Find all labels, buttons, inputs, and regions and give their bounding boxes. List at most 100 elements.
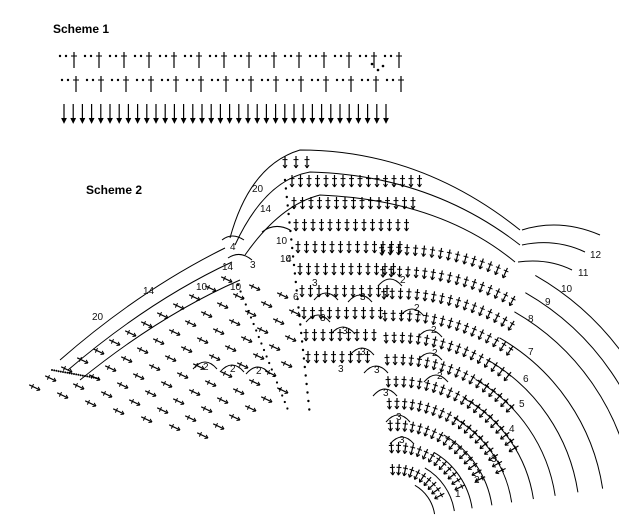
vertical-stitch — [334, 197, 339, 210]
radial-stitch — [453, 445, 463, 455]
radial-stitch — [474, 435, 484, 444]
radial-stitch — [422, 290, 429, 302]
radial-stitch — [446, 249, 452, 261]
vertical-stitch — [356, 351, 362, 364]
chain-dot — [139, 54, 143, 58]
double-crochet-symbol — [98, 76, 104, 92]
radial-stitch — [494, 264, 501, 276]
diagonal-stitch — [60, 365, 73, 373]
radial-stitch — [428, 452, 436, 463]
vertical-stitch — [323, 263, 328, 276]
radial-stitch — [387, 420, 393, 432]
chain-dot — [360, 78, 364, 82]
radial-stitch — [409, 399, 416, 411]
chain-dot — [283, 54, 287, 58]
diagonal-stitch — [148, 363, 161, 371]
diagonal-stitch — [236, 361, 249, 369]
double-crochet-symbol — [123, 76, 129, 92]
outer-row-arc — [521, 242, 586, 253]
radial-stitch — [462, 299, 470, 311]
left-arc-label: 14 — [143, 286, 155, 297]
single-crochet-symbol — [291, 104, 297, 124]
vertical-stitch — [344, 307, 349, 320]
single-crochet-symbol — [318, 104, 325, 124]
radial-stitch — [447, 340, 454, 352]
radial-stitch — [451, 415, 459, 426]
radial-stitch — [507, 320, 515, 331]
single-crochet-symbol — [337, 104, 343, 124]
radial-stitch — [438, 270, 445, 282]
chain-dot — [266, 78, 270, 82]
radial-stitch — [458, 450, 468, 460]
diagonal-stitch — [164, 354, 177, 362]
single-crochet-symbol — [171, 104, 178, 124]
chain-dot — [239, 54, 243, 58]
diagonal-stitch — [260, 300, 273, 308]
group-arc — [423, 374, 449, 383]
radial-stitch — [448, 440, 457, 450]
chain-dot — [316, 78, 320, 82]
double-crochet-symbol — [196, 52, 202, 68]
diagonal-stitch — [228, 413, 241, 421]
double-crochet-symbol — [71, 52, 77, 68]
double-crochet-symbol — [173, 76, 179, 92]
chain-dot — [64, 371, 67, 374]
diagonal-stitch — [84, 399, 97, 407]
chain-dot — [81, 374, 84, 377]
single-crochet-symbol — [180, 104, 187, 124]
chain-dot — [244, 303, 247, 306]
vertical-stitch — [299, 285, 305, 298]
chain-dot — [141, 78, 145, 82]
row-number-7: 7 — [528, 347, 534, 358]
single-crochet-symbol — [281, 104, 288, 124]
chain-dot — [285, 78, 289, 82]
vertical-stitch — [331, 351, 336, 364]
diagonal-stitch — [272, 317, 285, 325]
chain-dot — [308, 54, 312, 58]
radial-stitch — [408, 354, 414, 367]
chain-dot — [296, 297, 299, 301]
outer-row-arc — [59, 247, 226, 361]
radial-stitch — [471, 469, 482, 477]
chain-dot — [236, 283, 240, 287]
chain-dot — [233, 54, 237, 58]
diagonal-stitch — [196, 431, 209, 439]
row-number-11: 11 — [578, 268, 589, 279]
chain-dot — [53, 369, 56, 372]
radial-stitch — [495, 467, 506, 475]
row-number-9: 9 — [545, 297, 551, 308]
vertical-stitch — [327, 219, 333, 232]
chain-dot — [51, 369, 53, 371]
radial-stitch — [423, 334, 430, 347]
radial-stitch — [418, 472, 427, 483]
double-crochet-symbol — [271, 52, 277, 68]
chain-dot — [376, 68, 380, 72]
vertical-stitch — [361, 219, 367, 232]
radial-stitch — [424, 379, 431, 392]
chain-dot — [291, 255, 295, 258]
vertical-stitch — [357, 175, 363, 188]
radial-stitch — [400, 354, 406, 366]
radial-stitch — [497, 366, 505, 377]
radial-stitch — [476, 353, 484, 364]
single-crochet-symbol — [116, 104, 123, 124]
single-crochet-symbol — [143, 104, 150, 124]
radial-stitch — [434, 492, 445, 500]
chain-dot — [85, 78, 89, 82]
group-label: 2 — [437, 371, 443, 382]
radial-stitch — [431, 381, 439, 394]
chain-dot — [66, 371, 69, 374]
radial-stitch — [402, 465, 409, 477]
radial-stitch — [454, 483, 465, 491]
group-label: 3 — [360, 292, 366, 303]
vertical-stitch — [314, 263, 320, 276]
chain-dot — [158, 54, 162, 58]
radial-stitch — [499, 341, 507, 352]
chain-dot — [290, 238, 293, 241]
double-crochet-symbol — [348, 76, 354, 92]
diagonal-stitch — [252, 352, 265, 360]
chain-dot — [189, 54, 193, 58]
chain-dot — [302, 357, 306, 360]
radial-stitch — [396, 464, 402, 476]
radial-stitch — [414, 289, 420, 301]
